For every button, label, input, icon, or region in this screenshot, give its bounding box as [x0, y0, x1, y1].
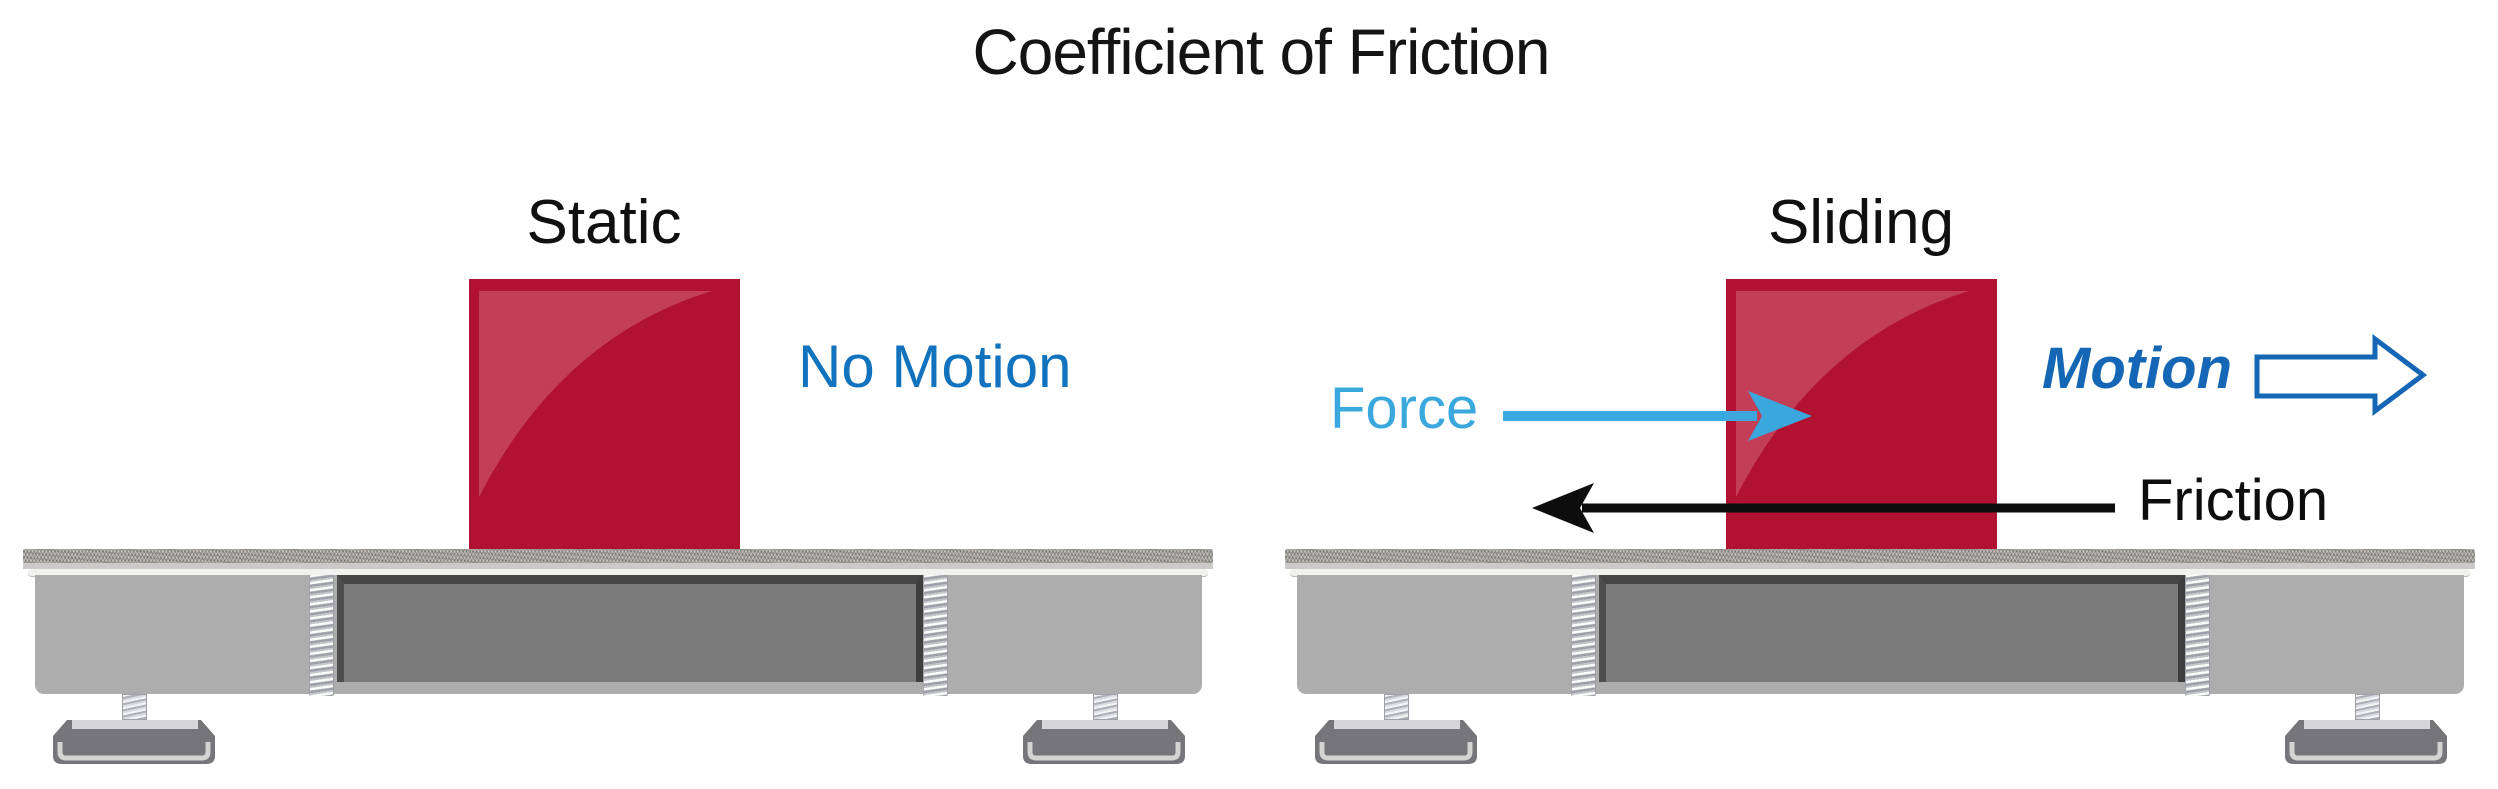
- motion-arrow-icon: [2254, 334, 2428, 416]
- table-threaded-post: [309, 575, 334, 696]
- table-top-trim: [28, 569, 1208, 576]
- table-foot: [53, 719, 215, 766]
- static-table: [23, 549, 1213, 767]
- table-leg-screw: [1093, 694, 1118, 720]
- no-motion-label: No Motion: [798, 333, 1072, 400]
- table-foot: [1023, 719, 1185, 766]
- table-foot: [1315, 719, 1477, 766]
- friction-arrow-icon: [1532, 483, 2115, 533]
- table-top-trim: [1290, 569, 2470, 576]
- table-top-surface: [23, 549, 1213, 563]
- force-label: Force: [1330, 376, 1479, 441]
- static-block: [469, 279, 740, 549]
- table-top-edge: [1285, 563, 2475, 569]
- table-leg-screw: [1384, 694, 1409, 720]
- table-top-surface: [1285, 549, 2475, 563]
- table-foot: [2285, 719, 2447, 766]
- friction-label: Friction: [2138, 468, 2329, 533]
- table-leg-screw: [2355, 694, 2380, 720]
- force-arrow-icon: [1503, 391, 1812, 441]
- table-threaded-post: [923, 575, 948, 696]
- sliding-table: [1285, 549, 2475, 767]
- table-top-edge: [23, 563, 1213, 569]
- table-threaded-post: [1571, 575, 1596, 696]
- static-heading: Static: [526, 188, 682, 257]
- table-threaded-post: [2185, 575, 2210, 696]
- diagram-title: Coefficient of Friction: [972, 16, 1551, 88]
- table-inner-panel: [1599, 575, 2185, 682]
- motion-label: Motion: [2042, 336, 2233, 401]
- table-inner-panel: [337, 575, 923, 682]
- table-leg-screw: [122, 694, 147, 720]
- sliding-heading: Sliding: [1767, 188, 1955, 257]
